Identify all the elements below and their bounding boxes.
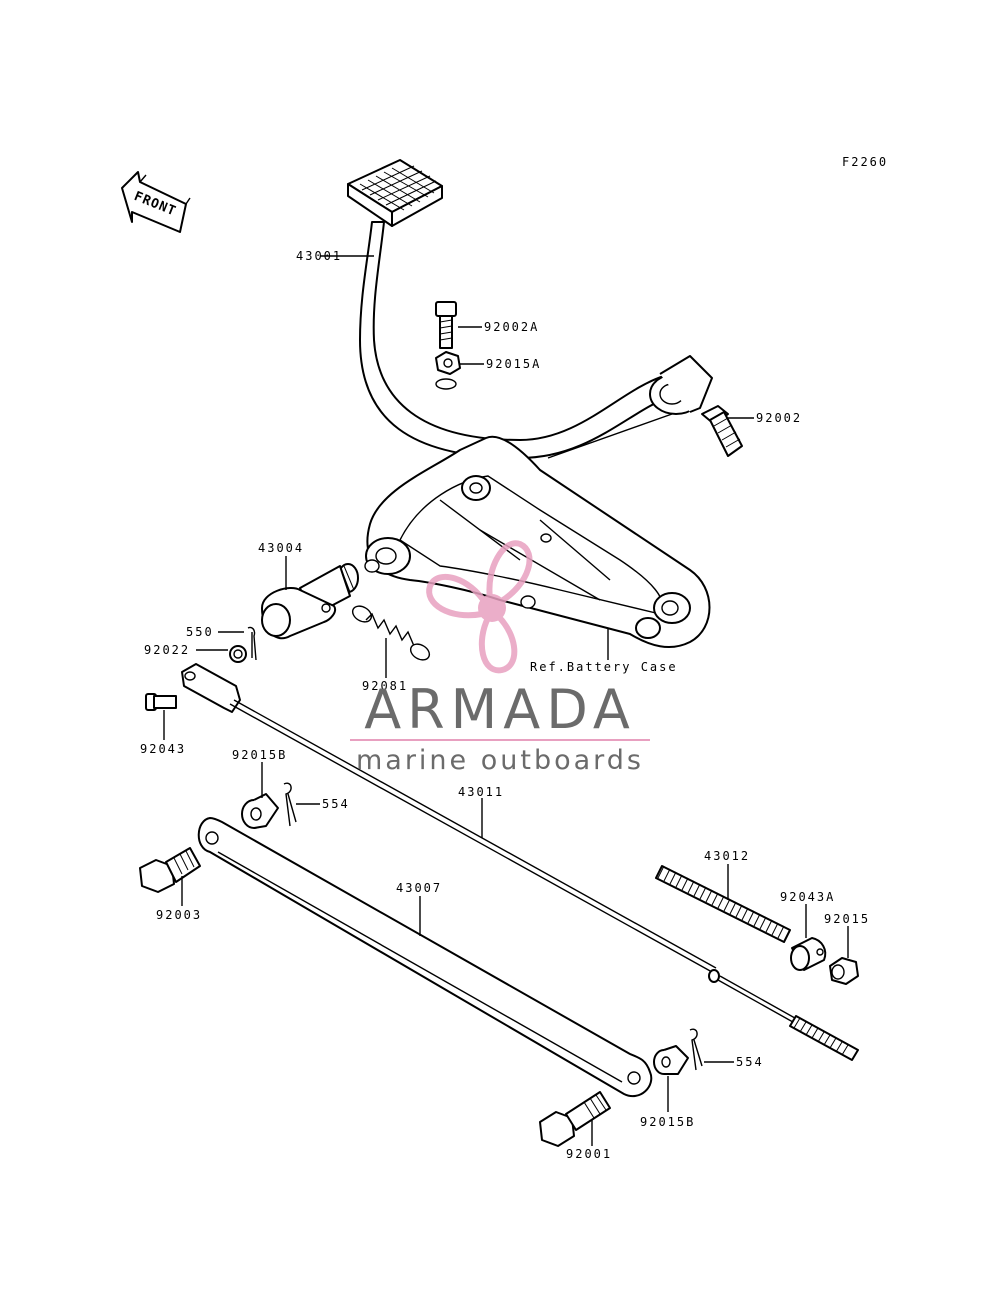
- pin-92043: [145, 693, 177, 711]
- reference-note: Ref.Battery Case: [530, 660, 678, 674]
- label-43012: 43012: [704, 849, 750, 863]
- spring-92081: [351, 605, 431, 661]
- figure-code: F2260: [842, 155, 888, 169]
- label-92015: 92015: [824, 912, 870, 926]
- label-550: 550: [186, 625, 214, 639]
- label-43004: 43004: [258, 541, 304, 555]
- clip-554-top: [283, 782, 297, 827]
- watermark-brand: ARMADA: [364, 678, 636, 741]
- label-92081: 92081: [362, 679, 408, 693]
- label-92002a: 92002A: [484, 320, 539, 334]
- label-92022: 92022: [144, 643, 190, 657]
- rod-43011: [181, 663, 859, 1061]
- label-92043: 92043: [140, 742, 186, 756]
- watermark: ARMADA marine outboards: [350, 540, 650, 776]
- clip-554-bottom: [689, 1028, 703, 1071]
- front-arrow-icon: FRONT: [121, 171, 191, 233]
- label-43011: 43011: [458, 785, 504, 799]
- bolt-92002a: [435, 301, 457, 349]
- label-43007: 43007: [396, 881, 442, 895]
- label-92043a: 92043A: [780, 890, 835, 904]
- collar-92015b-bottom: [653, 1045, 689, 1075]
- bolt-92003: [139, 847, 201, 893]
- label-43001: 43001: [296, 249, 342, 263]
- label-92002: 92002: [756, 411, 802, 425]
- link-43007: [197, 817, 653, 1097]
- collar-92015b-top: [241, 793, 279, 829]
- brake-pedal: [347, 159, 713, 459]
- propeller-icon: [426, 540, 533, 674]
- nut-92015a: [435, 351, 461, 390]
- label-92003: 92003: [156, 908, 202, 922]
- washer-92022: [229, 645, 247, 663]
- bolt-92001: [539, 1091, 611, 1147]
- label-554-bottom: 554: [736, 1055, 764, 1069]
- spring-43012: [655, 865, 791, 943]
- lever-43004: [261, 563, 359, 640]
- joint-92043a: [790, 937, 827, 971]
- bolt-92002: [701, 405, 743, 457]
- label-92015b-top: 92015B: [232, 748, 287, 762]
- label-554-top: 554: [322, 797, 350, 811]
- cotter-pin-550: [247, 626, 257, 661]
- battery-case-bracket: [364, 435, 711, 649]
- label-92015a: 92015A: [486, 357, 541, 371]
- nut-92015: [829, 957, 859, 985]
- watermark-tagline: marine outboards: [356, 745, 644, 776]
- label-92015b-bottom: 92015B: [640, 1115, 695, 1129]
- label-92001: 92001: [566, 1147, 612, 1161]
